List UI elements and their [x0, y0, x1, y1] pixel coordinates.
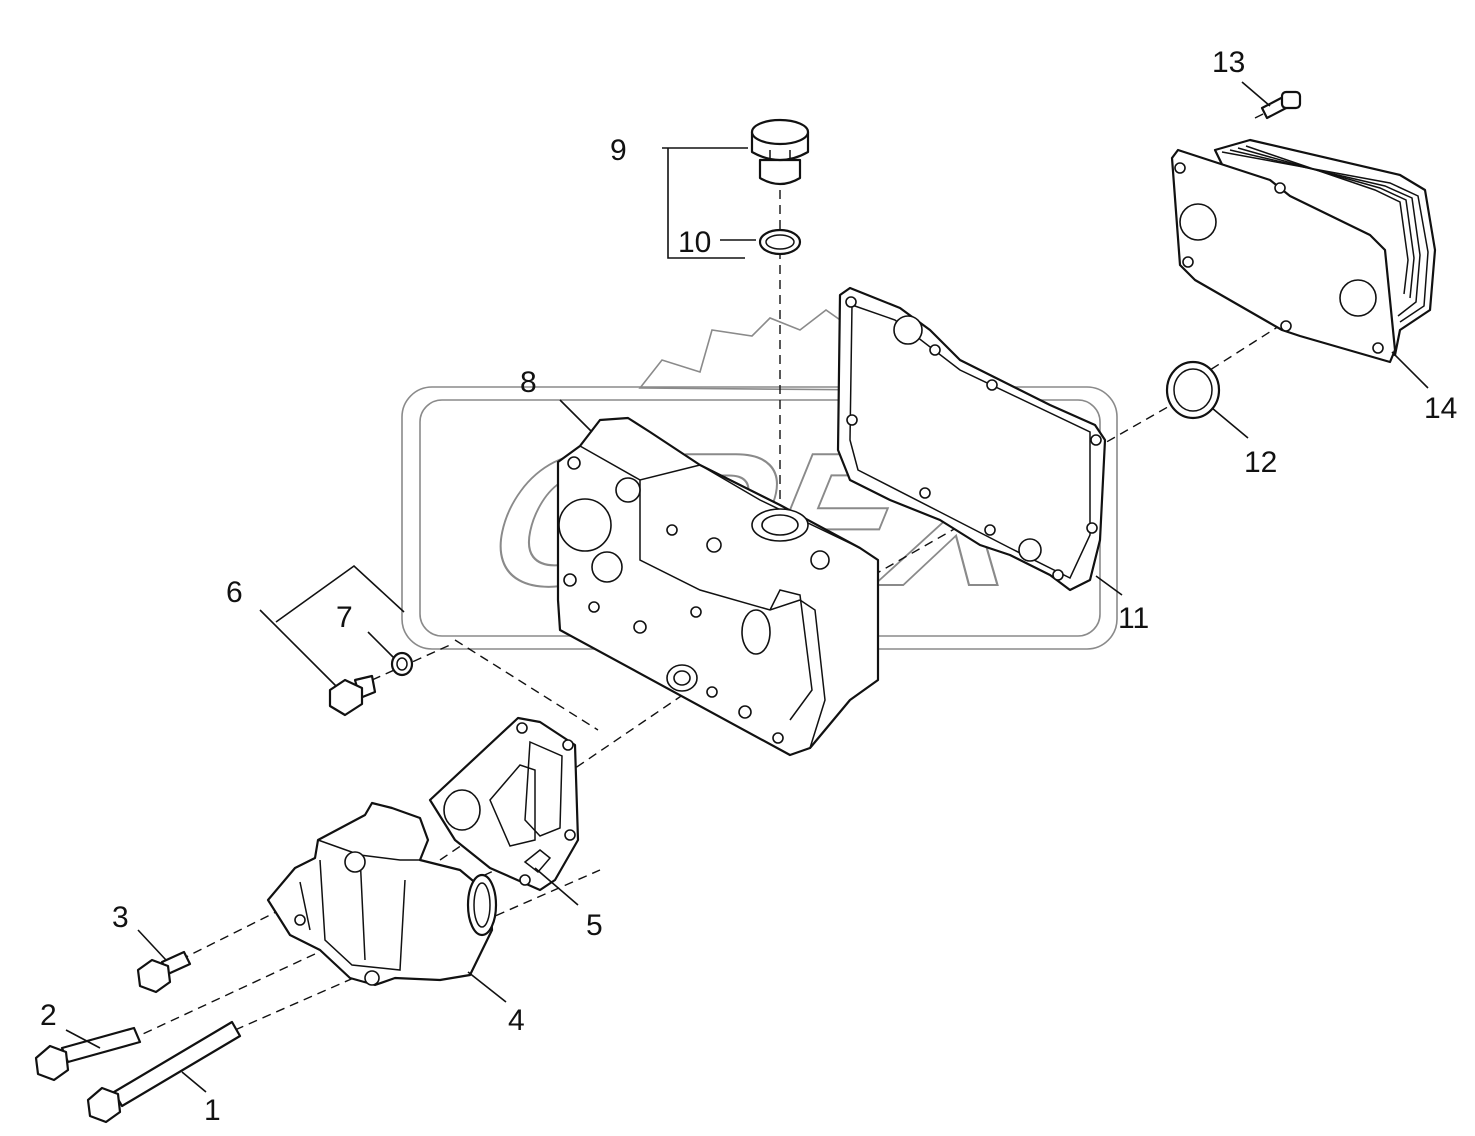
callout-8: 8: [520, 366, 537, 399]
plug: [750, 118, 810, 186]
plug-seal-ring: [758, 228, 802, 256]
callout-3: 3: [112, 901, 129, 934]
cooler-bolt: [1260, 90, 1302, 120]
callout-9: 9: [610, 134, 627, 167]
callout-1: 1: [204, 1094, 221, 1127]
cooler-o-ring: [1165, 360, 1221, 420]
gasket-small: [428, 716, 580, 892]
oil-cooler: [1170, 138, 1437, 364]
gasket-large: [836, 286, 1107, 592]
callout-6: 6: [226, 576, 243, 609]
short-bolt: [136, 950, 192, 994]
leader-lines: [65, 81, 1429, 1093]
callout-2: 2: [40, 999, 57, 1032]
callout-labels: 1 2 3 4 5 6 7 8 9 10 11 12 13 14: [40, 46, 1457, 1127]
callout-14: 14: [1424, 392, 1457, 425]
long-bolt-upper: [34, 1026, 142, 1082]
callout-11: 11: [1118, 602, 1149, 635]
callout-13: 13: [1212, 46, 1245, 79]
housing-cover: [266, 801, 498, 987]
drain-plug-washer: [390, 651, 414, 677]
long-bolt-lower: [86, 1020, 242, 1124]
callout-4: 4: [508, 1004, 525, 1037]
drain-plug: [328, 674, 377, 717]
callout-10: 10: [678, 226, 711, 259]
callout-5: 5: [586, 909, 603, 942]
callout-7: 7: [336, 601, 353, 634]
callout-12: 12: [1244, 446, 1277, 479]
filter-housing: [556, 416, 880, 757]
